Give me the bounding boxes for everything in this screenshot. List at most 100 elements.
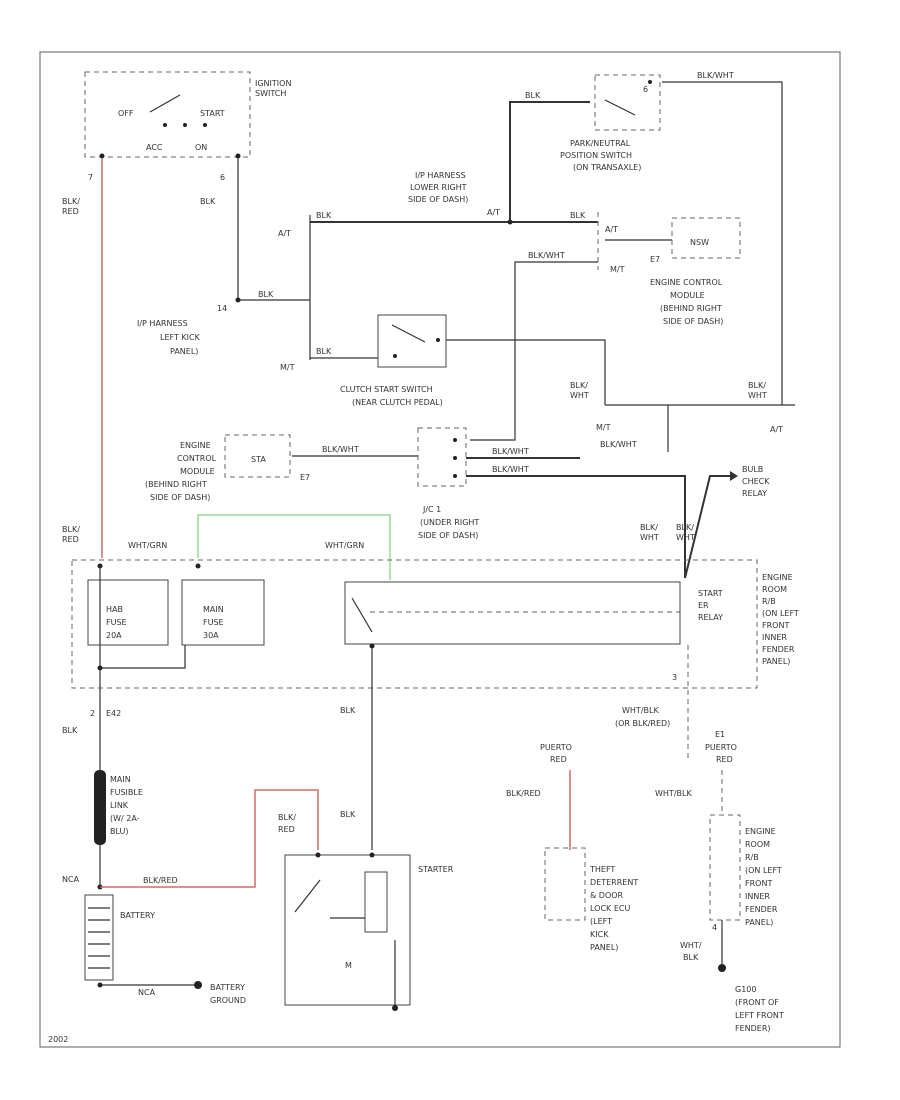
starter-terminal-b: [315, 852, 321, 858]
ign-acc-label: ACC: [146, 143, 163, 152]
theft-label-3: & DOOR: [590, 891, 624, 900]
ignition-switch-label-2: SWITCH: [255, 89, 286, 98]
lower-blk-a: BLK: [62, 726, 78, 735]
red-left-label-1: BLK/: [62, 525, 80, 534]
bulb-label-2: CHECK: [742, 477, 770, 486]
theft-label-2: DETERRENT: [590, 878, 638, 887]
er-right-label-5: FRONT: [745, 879, 772, 888]
er-right-pin: 4: [712, 923, 717, 932]
ecm-mid-label-2: CONTROL: [177, 454, 217, 463]
ip-lower-label-2: LOWER RIGHT: [410, 183, 467, 192]
ign-pin-right-label: 6: [220, 173, 225, 182]
relay-out-node: [369, 643, 375, 649]
ign-on-label: ON: [195, 143, 207, 152]
start-relay-label-3: RELAY: [698, 613, 723, 622]
ign-contact: [183, 123, 187, 127]
jc1-wire-2: [466, 475, 686, 578]
starter-red-label-1: BLK/: [278, 813, 296, 822]
lower-blk-b: BLK: [340, 706, 356, 715]
fusible-label-5: BLU): [110, 827, 129, 836]
ecm-nsw-pin: NSW: [690, 238, 709, 247]
fuse-hab-text: FUSE: [106, 618, 127, 627]
ign-wire-right-label: BLK: [200, 197, 216, 206]
ecm-at-label: A/T: [605, 225, 618, 234]
jc1-box: [417, 427, 467, 487]
ip-lower-label-1: I/P HARNESS: [415, 171, 466, 180]
theft-puerto-1: PUERTO: [540, 743, 572, 752]
theft-puerto-2: RED: [550, 755, 567, 764]
ign-wire-left-label: BLK/: [62, 197, 80, 206]
fuse-main-box: [181, 579, 265, 646]
engine-room-relay-box: [71, 559, 758, 689]
pn-right-wire-label: BLK/WHT: [697, 71, 734, 80]
ip-left-label-1: I/P HARNESS: [137, 319, 188, 328]
ign-switch-arm: [149, 94, 181, 113]
ecm-mt-label: M/T: [610, 265, 625, 274]
fuse-main-pin: [195, 563, 201, 569]
lower-pin2: 2: [90, 709, 95, 718]
ign-pin-left: [99, 153, 105, 159]
ignition-switch-label: IGNITION: [255, 79, 291, 88]
clutch-label-2: (NEAR CLUTCH PEDAL): [352, 398, 443, 407]
ign-start-label: START: [200, 109, 225, 118]
ign-off-label: OFF: [118, 109, 134, 118]
wht-grn-label-1: WHT/GRN: [128, 541, 167, 550]
jc1-label-2: (UNDER RIGHT: [420, 518, 479, 527]
clutch-contact: [393, 354, 397, 358]
pn-pin-label: 6: [643, 85, 648, 94]
ign-contact: [163, 123, 167, 127]
bulb-check-arrow: [730, 471, 738, 481]
engine-room-label-1: ENGINE: [762, 573, 793, 582]
ip-left-connector: [235, 297, 241, 303]
fusible-link: [94, 770, 106, 845]
starter-motor-symbol: M: [345, 961, 352, 970]
red-left-label-2: RED: [62, 535, 79, 544]
mt-wire-to-jc1: [470, 261, 598, 441]
er-right-label-2: ROOM: [745, 840, 770, 849]
er-right-label-1: ENGINE: [745, 827, 776, 836]
er-right-wire-label: WHT/BLK: [655, 789, 692, 798]
diagram-frame: [39, 51, 841, 1048]
pn-label-3: (ON TRANSAXLE): [573, 163, 641, 172]
starter-terminal-s: [369, 852, 375, 858]
ecm-sta-pin: STA: [251, 455, 266, 464]
fuse-link-wire: [99, 566, 186, 669]
ecm-mid-label-4: (BEHIND RIGHT: [145, 480, 207, 489]
wht-grn-wire: [197, 514, 391, 580]
starter-box: [284, 854, 411, 1006]
start-relay-label-1: START: [698, 589, 723, 598]
start-relay-box: [344, 581, 681, 645]
engine-room-label-6: INNER: [762, 633, 787, 642]
pn-label-2: POSITION SWITCH: [560, 151, 632, 160]
figure-number: 2002: [48, 1035, 68, 1044]
start-relay-label-2: ER: [698, 601, 709, 610]
g100-ground: [718, 964, 726, 972]
clutch-out-wire: [446, 339, 606, 405]
ecm-mid-label-1: ENGINE: [180, 441, 211, 450]
ign-pin-right: [235, 153, 241, 159]
jc1-node: [453, 456, 457, 460]
bulb-label-1: BULB: [742, 465, 763, 474]
blk-wire-ign-to-harness: [237, 158, 310, 301]
theft-ecu-box: [544, 847, 586, 921]
battery-ground-label-1: BATTERY: [210, 983, 245, 992]
starter-solenoid: [364, 871, 388, 933]
bulb-wire-label-b2: WHT: [676, 533, 695, 542]
battery-wire-label: BLK/RED: [143, 876, 178, 885]
bulb-wire-label-a1: BLK/: [640, 523, 658, 532]
theft-label-5: (LEFT: [590, 917, 612, 926]
ignition-switch-box: [84, 71, 251, 158]
fuse-main-name: MAIN: [203, 605, 224, 614]
ign-pin-left-label: 7: [88, 173, 93, 182]
wire-to-pn-switch: [509, 101, 590, 222]
ecm-sta-box: [224, 434, 291, 478]
theft-label-4: LOCK ECU: [590, 904, 630, 913]
er-right-w2: BLK: [683, 953, 699, 962]
pn-label-1: PARK/NEUTRAL: [570, 139, 631, 148]
clutch-switch-box: [377, 314, 447, 368]
ip-left-label-3: PANEL): [170, 347, 198, 356]
er-right-e1: E1: [715, 730, 725, 739]
jc1-label-3: SIDE OF DASH): [418, 531, 478, 540]
fusible-label-2: FUSIBLE: [110, 788, 143, 797]
